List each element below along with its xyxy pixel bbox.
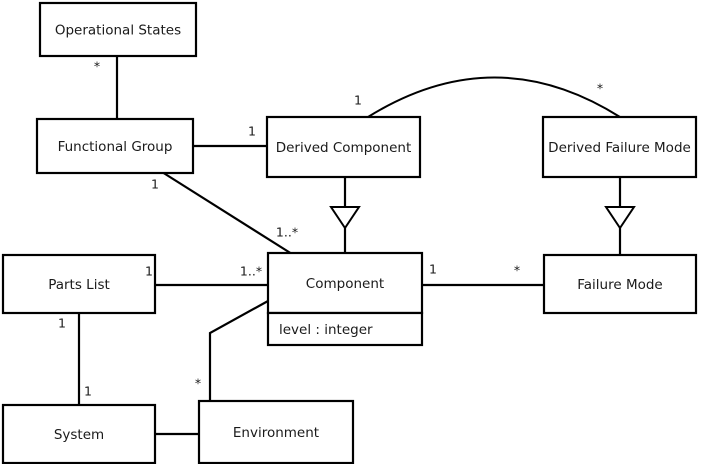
class-name-label: Failure Mode (577, 277, 663, 293)
multiplicity-label: 1 (248, 124, 256, 139)
multiplicity-label: * (94, 59, 100, 74)
class-name-label: Component (306, 276, 384, 292)
association-line (208, 300, 269, 401)
multiplicity-label: 1..* (276, 225, 298, 240)
class-box-system[interactable]: System (1, 403, 157, 464)
class-box-environment[interactable]: Environment (197, 399, 355, 464)
class-attribute-compartment (266, 311, 424, 347)
class-box-frame (1, 253, 157, 315)
associations-layer (77, 56, 544, 436)
class-box-parts-list[interactable]: Parts List (1, 253, 157, 315)
class-attribute-label: level : integer (279, 322, 373, 338)
multiplicity-label: 1..* (240, 264, 262, 279)
class-name-label: Functional Group (58, 139, 173, 155)
arc-association-line (367, 76, 621, 118)
class-box-frame (197, 399, 355, 464)
generalizations-layer (329, 177, 636, 255)
class-box-frame (541, 115, 698, 179)
generalization-triangle-icon (329, 206, 361, 230)
arc-association-layer (367, 76, 621, 118)
class-name-label: Parts List (48, 277, 110, 293)
class-box-frame (542, 253, 698, 315)
class-name-label: Derived Component (276, 140, 412, 156)
association-line (161, 171, 293, 255)
class-name-label: Operational States (55, 23, 181, 39)
multiplicity-label: 1 (58, 316, 66, 331)
class-box-frame (265, 115, 422, 179)
class-box-frame (38, 1, 198, 58)
multiplicity-label: 1 (429, 262, 437, 277)
multiplicity-label: * (195, 376, 201, 391)
multiplicity-label: 1 (151, 177, 159, 192)
class-name-label: Derived Failure Mode (548, 140, 691, 156)
class-box-failure-mode[interactable]: Failure Mode (542, 253, 698, 315)
class-name-label: System (54, 427, 104, 443)
multiplicity-label: * (514, 263, 520, 278)
class-box-component[interactable]: Component level : integer (266, 251, 424, 347)
class-box-functional-group[interactable]: Functional Group (35, 117, 195, 175)
class-name-label: Environment (233, 425, 319, 441)
class-box-frame (1, 403, 157, 464)
multiplicity-label: 1 (145, 264, 153, 279)
class-box-frame (266, 251, 424, 315)
multiplicity-label: 1 (354, 93, 362, 108)
generalization-triangle-icon (604, 206, 636, 230)
class-box-derived-component[interactable]: Derived Component (265, 115, 422, 179)
multiplicity-label: 1 (84, 384, 92, 399)
class-box-operational-states[interactable]: Operational States (38, 1, 198, 58)
multiplicity-label: * (597, 81, 603, 96)
class-box-frame (35, 117, 195, 175)
class-box-derived-failure-mode[interactable]: Derived Failure Mode (541, 115, 698, 179)
multiplicity-labels-layer: * 1 1 1..* 1 1..* 1 1 1 * * 1 * (58, 59, 603, 399)
